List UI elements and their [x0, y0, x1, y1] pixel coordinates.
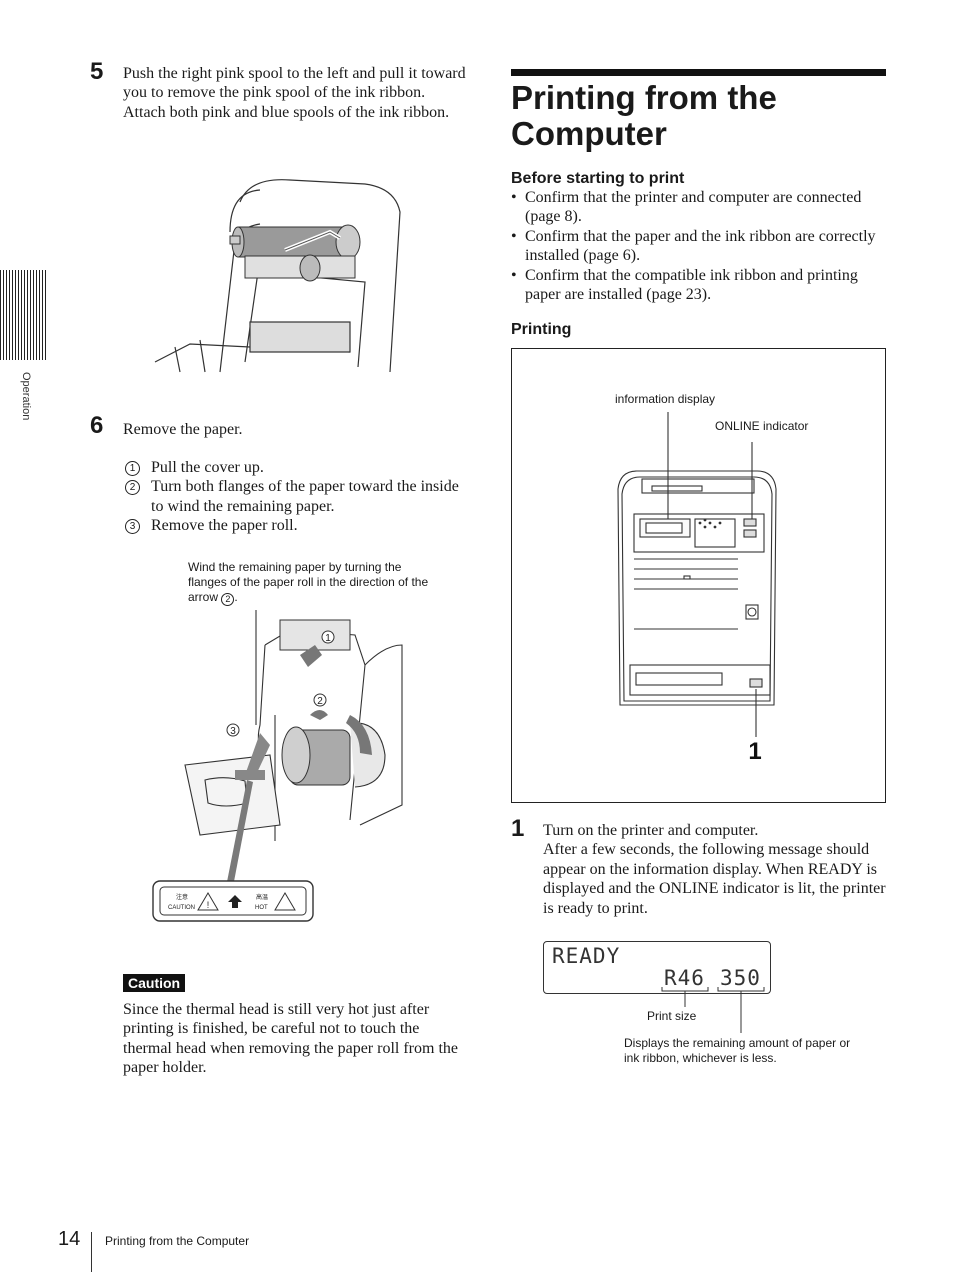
section-tab-marker: [0, 270, 46, 360]
caution-label-jp: 注意: [176, 893, 188, 901]
remaining-amount-label: Displays the remaining amount of paper o…: [624, 1036, 851, 1065]
printer-figure-callout-1: 1: [748, 738, 761, 765]
title-rule: [511, 69, 886, 76]
paper-figure-callout-1: 1: [325, 633, 331, 644]
step-5-number: 5: [90, 58, 104, 85]
lcd-callout-lines: [661, 987, 765, 1033]
footer-divider: [91, 1232, 92, 1272]
step-5-text: Push the right pink spool to the left an…: [123, 64, 468, 122]
print-size-label: Print size: [647, 1009, 697, 1023]
info-display-label: information display: [615, 392, 716, 406]
substep-text: Turn both flanges of the paper toward th…: [151, 478, 459, 515]
list-item: Confirm that the compatible ink ribbon a…: [511, 266, 886, 305]
step-1-number: 1: [511, 815, 525, 842]
step-6-intro: Remove the paper.: [123, 421, 243, 438]
online-indicator-label: ONLINE indicator: [715, 419, 809, 433]
lcd-status-text: READY: [552, 944, 621, 968]
step-5-line-2: Attach both pink and blue spools of the …: [123, 103, 450, 121]
paper-figure-caption-text: Wind the remaining paper by turning the …: [188, 560, 429, 604]
printing-heading: Printing: [511, 321, 572, 338]
lcd-remaining-count: 350: [720, 966, 761, 990]
information-display-screen: [543, 941, 771, 994]
step-6-number: 6: [90, 412, 104, 439]
step-5-line-1: Push the right pink spool to the left an…: [123, 65, 466, 102]
paper-figure-callout-3: 3: [230, 726, 236, 737]
caution-text: Since the thermal head is still very hot…: [123, 1001, 458, 1077]
ink-ribbon-illustration: [154, 179, 401, 373]
hot-surface-icon: [274, 892, 296, 911]
lcd-print-size: R46: [664, 966, 705, 990]
substep-text: Remove the paper roll.: [151, 517, 298, 535]
printer-front-illustration: 1: [617, 412, 777, 765]
substep-mark: 3: [125, 519, 140, 535]
arrow-up-icon: [228, 895, 242, 908]
before-printing-heading: Before starting to print: [511, 170, 685, 187]
substep: 2 Turn both flanges of the paper toward …: [123, 477, 468, 516]
paper-figure-caption-mark: 2: [221, 593, 235, 606]
caution-label-text: CAUTION: [168, 905, 195, 911]
step-1-line-1: Turn on the printer and computer.: [543, 822, 759, 839]
step-6-text: Remove the paper.: [123, 420, 468, 439]
warning-icon: [197, 892, 219, 911]
substep-mark: 2: [125, 480, 140, 496]
paper-figure-caption: Wind the remaining paper by turning the …: [188, 560, 429, 606]
substep: 1 Pull the cover up.: [123, 458, 468, 477]
paper-figure-callout-2: 2: [317, 696, 323, 707]
page-number: 14: [58, 1228, 81, 1250]
page-title: Printing from the Computer: [511, 79, 777, 152]
hot-label-text: HOT: [255, 905, 268, 911]
list-item: Confirm that the printer and computer ar…: [511, 188, 886, 227]
substep: 3 Remove the paper roll.: [123, 516, 468, 535]
substep-text: Pull the cover up.: [151, 459, 264, 476]
footer-section-title: Printing from the Computer: [105, 1234, 250, 1248]
printer-front-figure: [511, 348, 886, 803]
before-printing-list: Confirm that the printer and computer ar…: [511, 188, 886, 304]
hot-label-jp: 高温: [256, 893, 268, 901]
warning-icon-glyph: !: [207, 900, 210, 910]
caution-badge: Caution: [123, 974, 186, 992]
step-6-substeps: 1 Pull the cover up. 2 Turn both flanges…: [123, 458, 468, 536]
paper-removal-illustration: 1 2 3 注意 CAUTION ! 高温 HOT: [152, 610, 403, 922]
list-item: Confirm that the paper and the ink ribbo…: [511, 227, 886, 266]
step-1-line-2: After a few seconds, the following messa…: [543, 841, 886, 917]
substep-mark: 1: [125, 461, 140, 476]
section-tab-label: Operation: [20, 372, 32, 421]
step-1-text: Turn on the printer and computer. After …: [543, 821, 886, 918]
